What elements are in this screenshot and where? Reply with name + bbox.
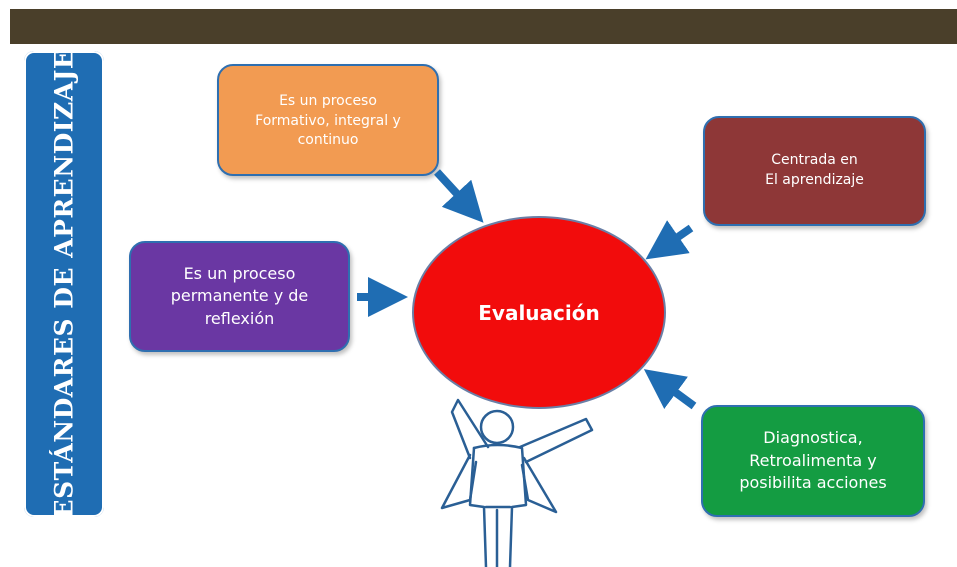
box-formativo-text: Es un proceso Formativo, integral y cont… bbox=[255, 93, 401, 149]
box-formativo: Es un proceso Formativo, integral y cont… bbox=[217, 64, 439, 176]
evaluacion-circle: Evaluación bbox=[412, 216, 666, 409]
top-bar bbox=[10, 9, 957, 44]
box-aprendizaje-text: Centrada en El aprendizaje bbox=[765, 152, 864, 188]
arrow-from-diagnostica bbox=[643, 369, 697, 410]
arrow-from-formativo bbox=[434, 169, 484, 223]
box-diagnostica-text: Diagnostica, Retroalimenta y posibilita … bbox=[739, 428, 887, 493]
box-reflexion-text: Es un proceso permanente y de reflexión bbox=[170, 263, 309, 328]
box-aprendizaje: Centrada en El aprendizaje bbox=[703, 116, 926, 226]
center-label: Evaluación bbox=[478, 300, 600, 325]
arrow-from-aprendizaje bbox=[645, 220, 694, 260]
vertical-title-banner: ESTÁNDARES DE APRENDIZAJE bbox=[24, 50, 104, 518]
box-diagnostica: Diagnostica, Retroalimenta y posibilita … bbox=[701, 405, 925, 517]
box-reflexion: Es un proceso permanente y de reflexión bbox=[129, 241, 350, 352]
